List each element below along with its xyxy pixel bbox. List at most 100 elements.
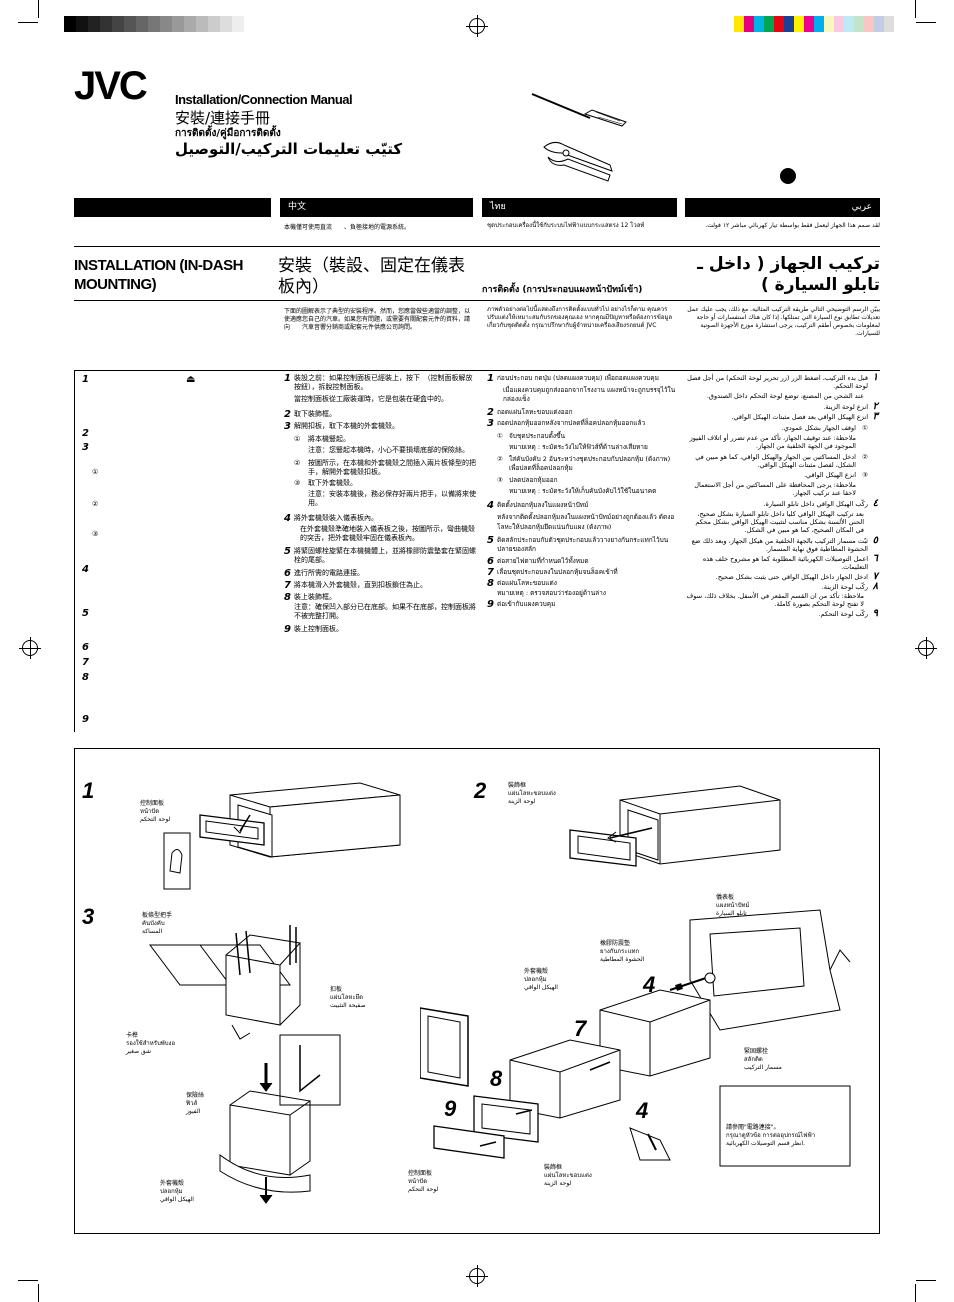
label-control-panel: 控制面板 หน้าปัด لوحة التحكم [140,800,171,823]
registration-mark-icon [19,637,41,659]
step-th: เมื่อแผงควบคุมถูกส่งออกจากโรงงาน แผงหน้า… [503,386,676,403]
substep-marker: ③ [92,530,99,538]
step-number: 6 [82,642,89,653]
title-ar: كتيّب تعليمات التركيب/التوصيل [175,140,403,158]
figure-number: 7 [574,1016,587,1041]
crop-mark [38,0,39,18]
label-lock-plate: 扣板 แผ่นโลหะยึด صفيحة التثبيت [330,986,366,1009]
title-th: การติดตั้ง/คู่มือการติดตั้ง [175,128,281,139]
step-zh: 注意：確保凹入部分已在底部。如果不在底部，控制面板將不被完整打開。 [294,603,476,620]
registration-mark-icon [915,637,937,659]
color-swatch-strip [734,16,894,32]
section-title-zh: 安裝（裝設、固定在儀表板內） [278,256,465,297]
intro-zh: 下面的圖解表示了典型的安裝程序。然而，您應當做些適當的調整，以使適應您自己的汽車… [284,308,471,331]
assembly-illustration [420,909,851,1167]
lang-bar-en [74,198,271,217]
label-dashboard: 儀表板 แผงหน้าปัทม์ تابلو السيارة [716,894,750,917]
crop-mark [915,1284,916,1302]
eject-icon: ⏏ [186,374,196,385]
title-en: Installation/Connection Manual [175,92,353,107]
divider [74,300,880,301]
figure-number: 1 [82,778,95,803]
step-number: 4 [82,564,89,575]
lang-bar-th: ไทย [482,198,677,217]
step-th: หมายเหตุ : ระมัดระวังไม่ให้ฟิวส์ที่ด้านล… [509,443,648,451]
label-hooks: 卡榫 รองใช้สำหรับพับงอ شق صغير [126,1032,176,1055]
label-sleeve-fig3: 外套機殼 ปลอกหุ้ม الهيكل الواقي [160,1180,194,1203]
power-note-ar: لقد صمم هذا الجهاز ليعمل فقط بواسطة تيار… [705,222,880,229]
label-connection-note: 請參閱"電路連接"。 กรุณาดูหัวข้อ การต่ออุปกรณ์ไฟ… [726,1124,816,1147]
figure-3-illustration [149,925,341,1204]
step-zh: 注意：安裝本機後，務必保存好兩片把手，以備將來使用。 [308,490,476,507]
step-zh: 在外套機殼準確地裝入儀表板之後，按圖所示，彎曲機殼的突舌，把外套機殼牢固在儀表板… [300,525,475,542]
figure-number: 3 [82,904,95,929]
label-trim-plate: 裝飾框 แผ่นโลหะขอบแต่ง لوحة الزينة [508,782,556,805]
substep-marker: ① [92,468,99,476]
registration-mark-icon [466,15,488,37]
step-ar: بعد تركيب الهيكل الواقي كليا داخل تابلو … [695,510,864,534]
page-dot-icon [780,168,796,184]
title-zh: 安裝/連接手冊 [175,109,271,127]
crop-mark [915,0,916,18]
step-th: หลังจากติดตั้งปลอกหุ้มลงในแผงหน้าปัทม์อย… [497,513,675,531]
step-th: หมายเหตุ : ตรวจสอบว่าร่องอยู่ด้านล่าง [497,589,606,597]
step-number: 3 [82,442,89,453]
registration-mark-icon [466,1265,488,1287]
brand-logo: JVC [74,64,148,108]
power-note-zh: 本機僅可使用直流 、負極接地的電源系統。 [284,224,411,231]
step-number: 8 [82,672,89,683]
screwdriver-icon [531,93,627,127]
divider [74,748,880,749]
intro-ar: يبيّن الرسم التوضيحي التالي طريقة التركي… [687,306,880,337]
step-ar: ملاحظة: تأكد من ان القسم المقعر في الأسف… [686,592,864,608]
intro-th: ภาพตัวอย่างต่อไปนี้แสดงถึงการติดตั้งแบบท… [487,306,673,329]
divider [74,370,75,732]
crop-mark [18,22,38,23]
section-title-en: INSTALLATION (IN-DASH MOUNTING) [74,257,243,293]
grayscale-swatch-strip [64,16,244,32]
pliers-icon [543,141,613,182]
step-ar: ملاحظة: عند توقيف الجهاز، تأكد من عدم تض… [689,434,856,450]
figure-number: 4 [636,1098,649,1123]
figure-number: 4 [643,972,656,997]
section-title-ar: تركيب الجهاز ( داخل ـ تابلو السيارة ) [697,254,880,295]
crop-mark [18,1280,38,1281]
divider [74,370,880,371]
step-number: 9 [82,714,89,725]
divider [74,246,880,247]
figure-1-illustration [163,782,401,890]
figure-2-illustration [569,785,781,867]
label-handles: 板條型把手 คันบังคับ المساكة [142,912,173,935]
figure-frame [74,748,880,1234]
power-note-th: ชุดประกอบเครื่องนี้ใช้กับระบบไฟฟ้าแบบกระ… [487,222,645,229]
label-sleeve: 外套機殼 ปลอกหุ้ม الهيكل الواقي [524,968,558,991]
step-number: 7 [82,657,89,668]
step-zh: 注意：您豎起本機時，小心不要損壞底部的保險絲。 [308,446,469,454]
